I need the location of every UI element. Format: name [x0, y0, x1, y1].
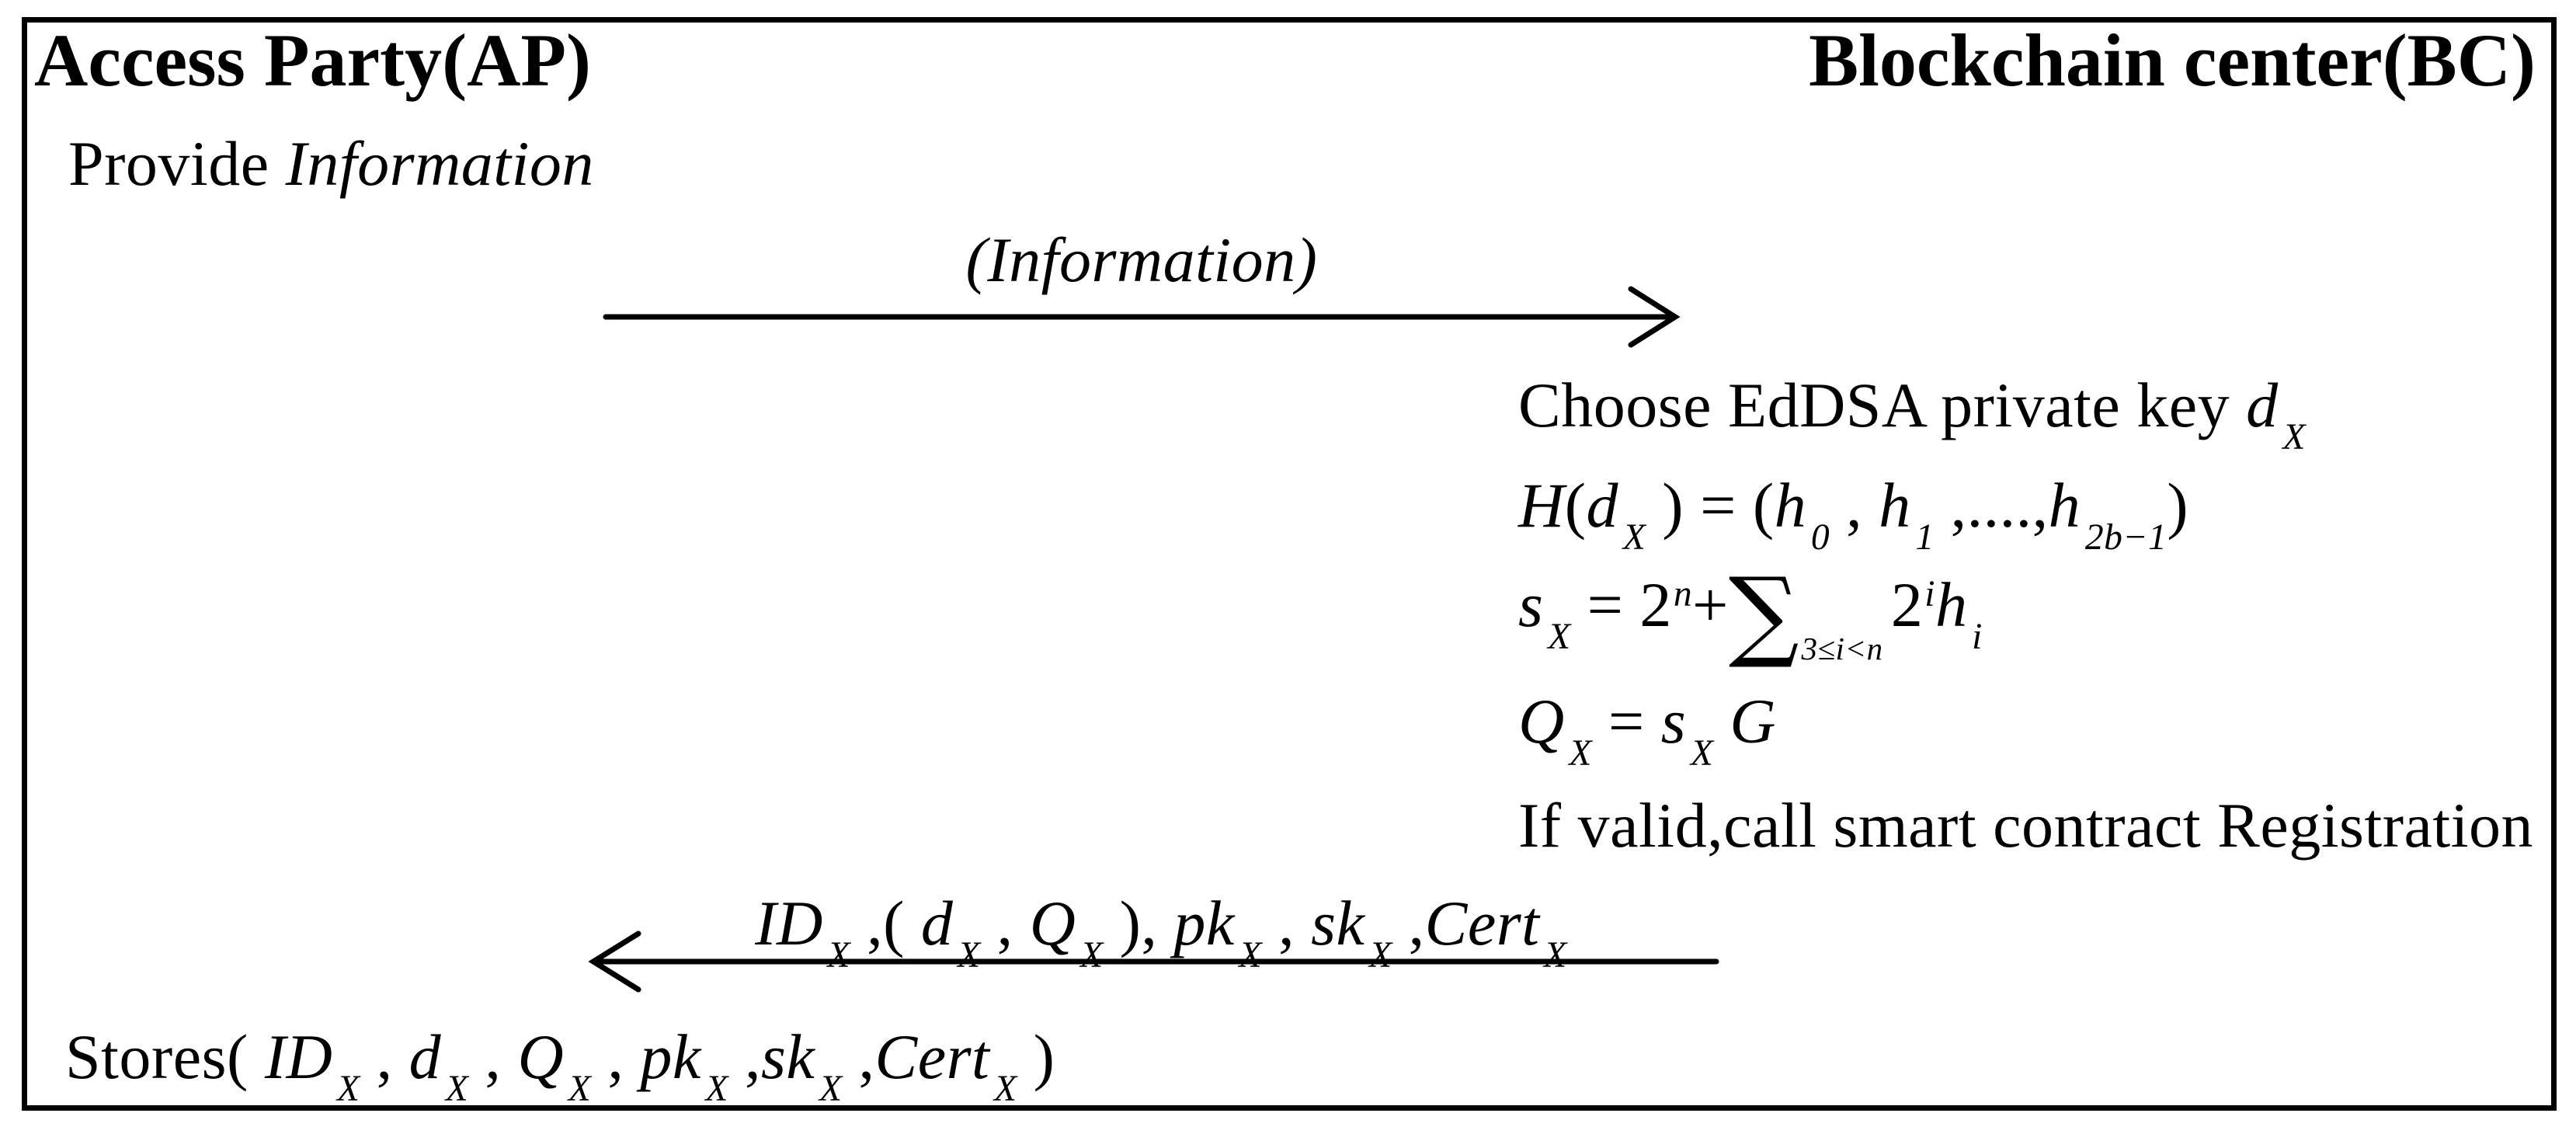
- ap-title: Access Party(AP): [34, 19, 591, 102]
- figure-border: [22, 17, 2557, 1111]
- bc-title: Blockchain center(BC): [1809, 19, 2536, 102]
- bc-step-call-contract: If valid,call smart contract Registratio…: [1518, 790, 2533, 861]
- information-arrow: [603, 286, 1681, 348]
- ap-provide-line: Provide Information: [68, 128, 594, 199]
- information-arrow-label: (Information): [965, 224, 1318, 295]
- credentials-arrow: [588, 930, 1719, 993]
